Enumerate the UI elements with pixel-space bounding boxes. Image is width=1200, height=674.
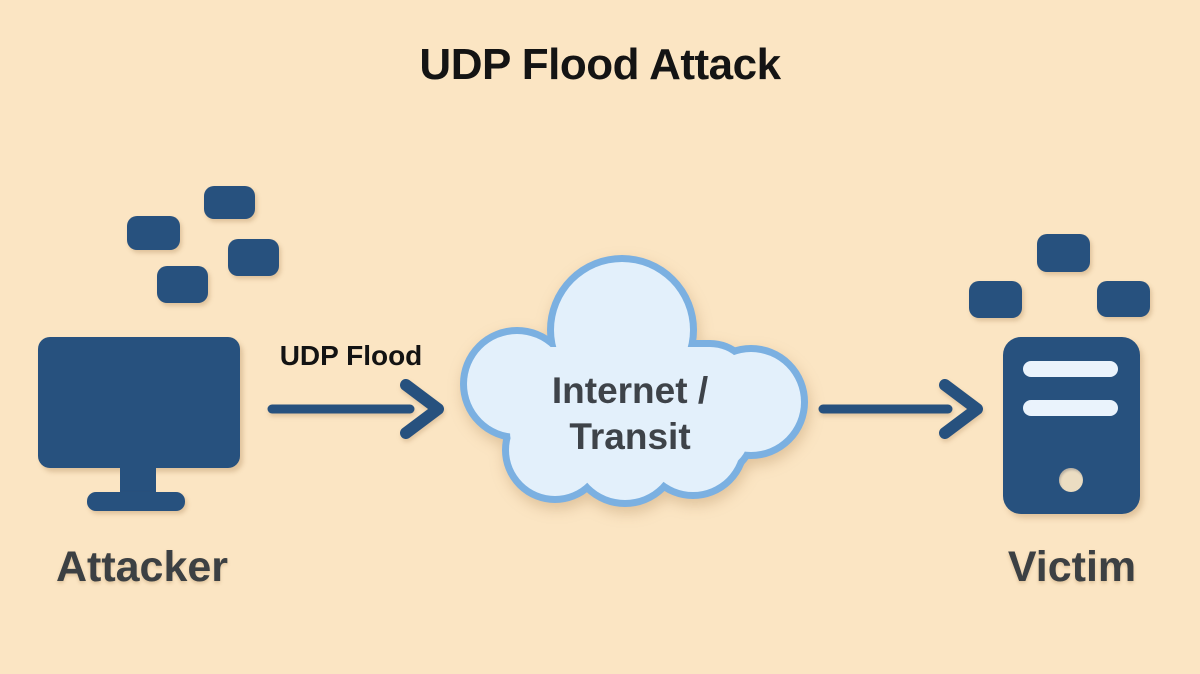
packet-icon xyxy=(157,266,208,303)
server-slot xyxy=(1023,400,1118,416)
udp-flood-label: UDP Flood xyxy=(279,340,423,371)
monitor-base xyxy=(87,492,185,511)
attacker-label: Attacker xyxy=(55,543,229,591)
monitor-screen xyxy=(38,337,240,468)
arrow-attacker-to-internet xyxy=(267,379,444,439)
internet-cloud-icon xyxy=(460,255,808,507)
packet-icon xyxy=(228,239,279,276)
packet-icon xyxy=(969,281,1022,318)
cloud-label-line1: Internet / xyxy=(551,370,709,411)
packet-icon xyxy=(1097,281,1150,317)
packet-icon xyxy=(204,186,255,219)
power-button-icon xyxy=(1059,468,1083,492)
arrow-internet-to-victim xyxy=(818,379,983,439)
diagram-title: UDP Flood Attack xyxy=(419,40,781,89)
monitor-stand xyxy=(120,466,156,496)
cloud-label-line2: Transit xyxy=(569,416,691,457)
packet-icon xyxy=(127,216,180,250)
victim-label: Victim xyxy=(1007,543,1137,591)
server-slot xyxy=(1023,361,1118,377)
internet-cloud-label: Internet / Transit xyxy=(480,368,780,460)
packet-icon xyxy=(1037,234,1090,272)
